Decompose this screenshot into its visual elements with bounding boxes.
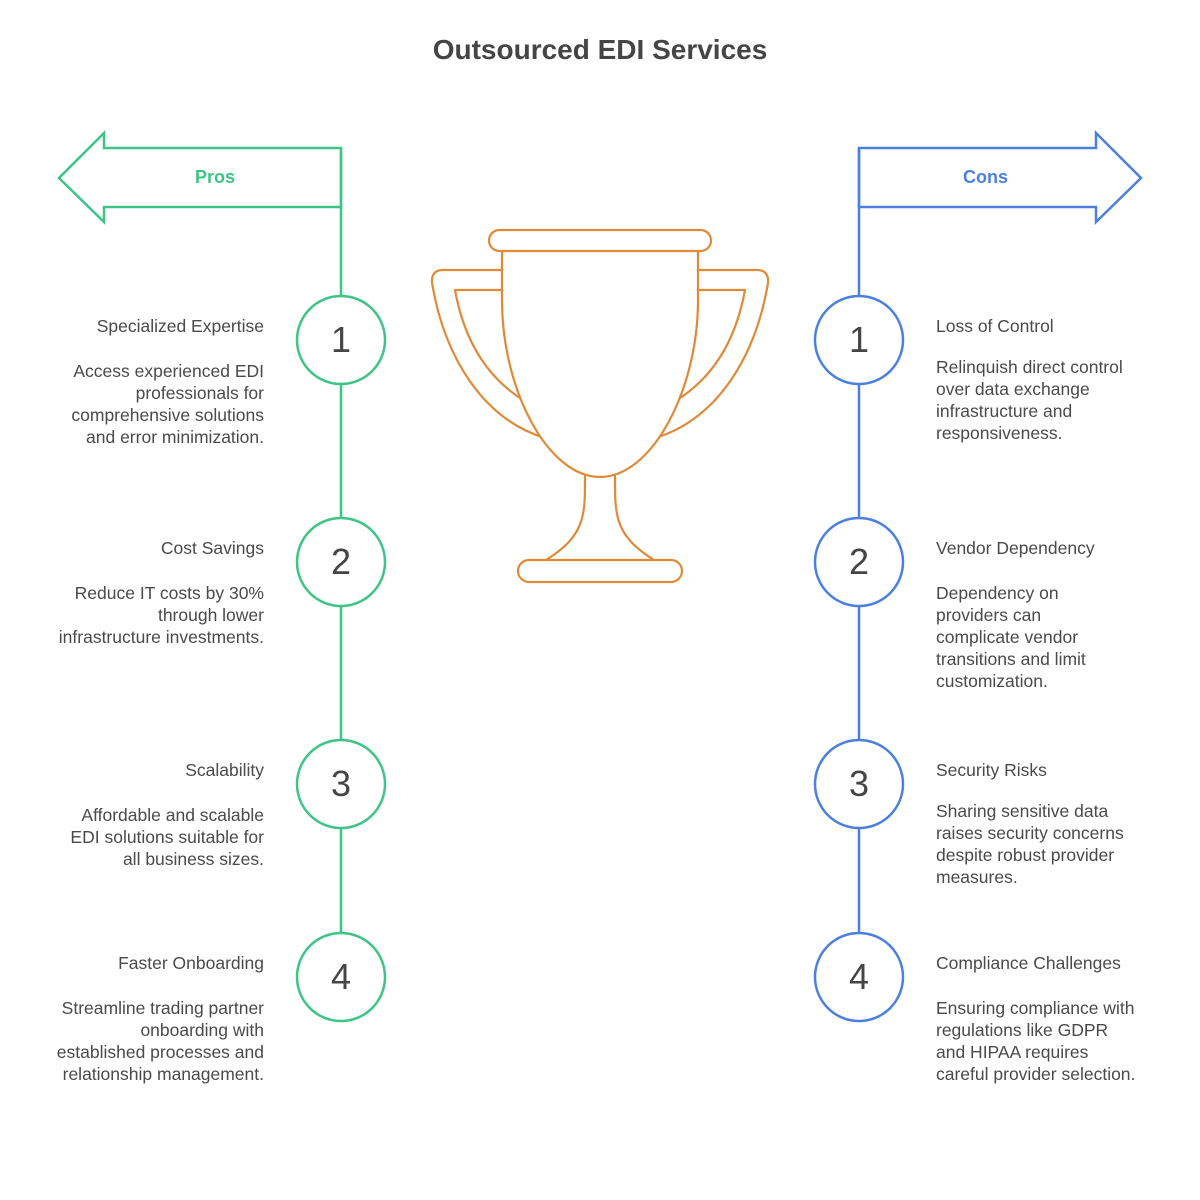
pros-item-title: Faster Onboarding	[118, 953, 264, 973]
pros-item-title: Scalability	[185, 760, 264, 780]
cons-number-2: 2	[848, 541, 870, 582]
pros-item-description: Streamline trading partner onboarding wi…	[56, 998, 264, 1084]
pros-item-description: Affordable and scalable EDI solutions su…	[70, 805, 264, 869]
cons-item-title: Compliance Challenges	[936, 953, 1121, 973]
cons-label: Cons	[963, 167, 1008, 187]
pros-number-2: 2	[330, 541, 352, 582]
cons-arrow	[857, 129, 1143, 225]
pros-item-title: Cost Savings	[160, 538, 264, 558]
cons-item-title: Security Risks	[936, 760, 1047, 780]
cons-item-1: Loss of Control Relinquish direct contro…	[936, 315, 1141, 444]
cons-item-title: Loss of Control	[936, 316, 1054, 336]
pros-number-4: 4	[330, 956, 352, 997]
trophy-icon	[430, 228, 770, 584]
cons-circle-4	[813, 931, 905, 1023]
pros-item-2: Cost Savings Reduce IT costs by 30% thro…	[54, 537, 264, 648]
cons-item-2: Vendor Dependency Dependency on provider…	[936, 537, 1116, 692]
cons-number-3: 3	[848, 763, 870, 804]
pros-circle-3	[295, 738, 387, 830]
pros-number-1: 1	[330, 319, 352, 360]
pros-item-description: Access experienced EDI professionals for…	[71, 361, 264, 447]
pros-item-3: Scalability Affordable and scalable EDI …	[54, 759, 264, 870]
cons-number-1: 1	[848, 319, 870, 360]
cons-item-description: Sharing sensitive data raises security c…	[936, 801, 1124, 887]
cons-circle-3	[813, 738, 905, 830]
pros-number-3: 3	[330, 763, 352, 804]
cons-item-description: Ensuring compliance with regulations lik…	[936, 998, 1136, 1084]
pros-item-title: Specialized Expertise	[96, 316, 264, 336]
pros-arrow	[57, 129, 343, 225]
cons-item-4: Compliance Challenges Ensuring complianc…	[936, 952, 1141, 1085]
pros-circle-2	[295, 516, 387, 608]
pros-item-4: Faster Onboarding Streamline trading par…	[54, 952, 264, 1085]
pros-circle-1	[295, 294, 387, 386]
pros-label: Pros	[195, 167, 236, 187]
page-title: Outsourced EDI Services	[432, 34, 768, 65]
cons-item-title: Vendor Dependency	[936, 538, 1095, 558]
cons-item-description: Dependency on providers can complicate v…	[936, 583, 1086, 691]
cons-circle-1	[813, 294, 905, 386]
cons-item-description: Relinquish direct control over data exch…	[936, 357, 1123, 443]
cons-item-3: Security Risks Sharing sensitive data ra…	[936, 759, 1141, 888]
cons-number-4: 4	[848, 956, 870, 997]
pros-circle-4	[295, 931, 387, 1023]
pros-item-1: Specialized Expertise Access experienced…	[54, 315, 264, 448]
pros-item-description: Reduce IT costs by 30% through lower inf…	[58, 583, 264, 647]
cons-circle-2	[813, 516, 905, 608]
